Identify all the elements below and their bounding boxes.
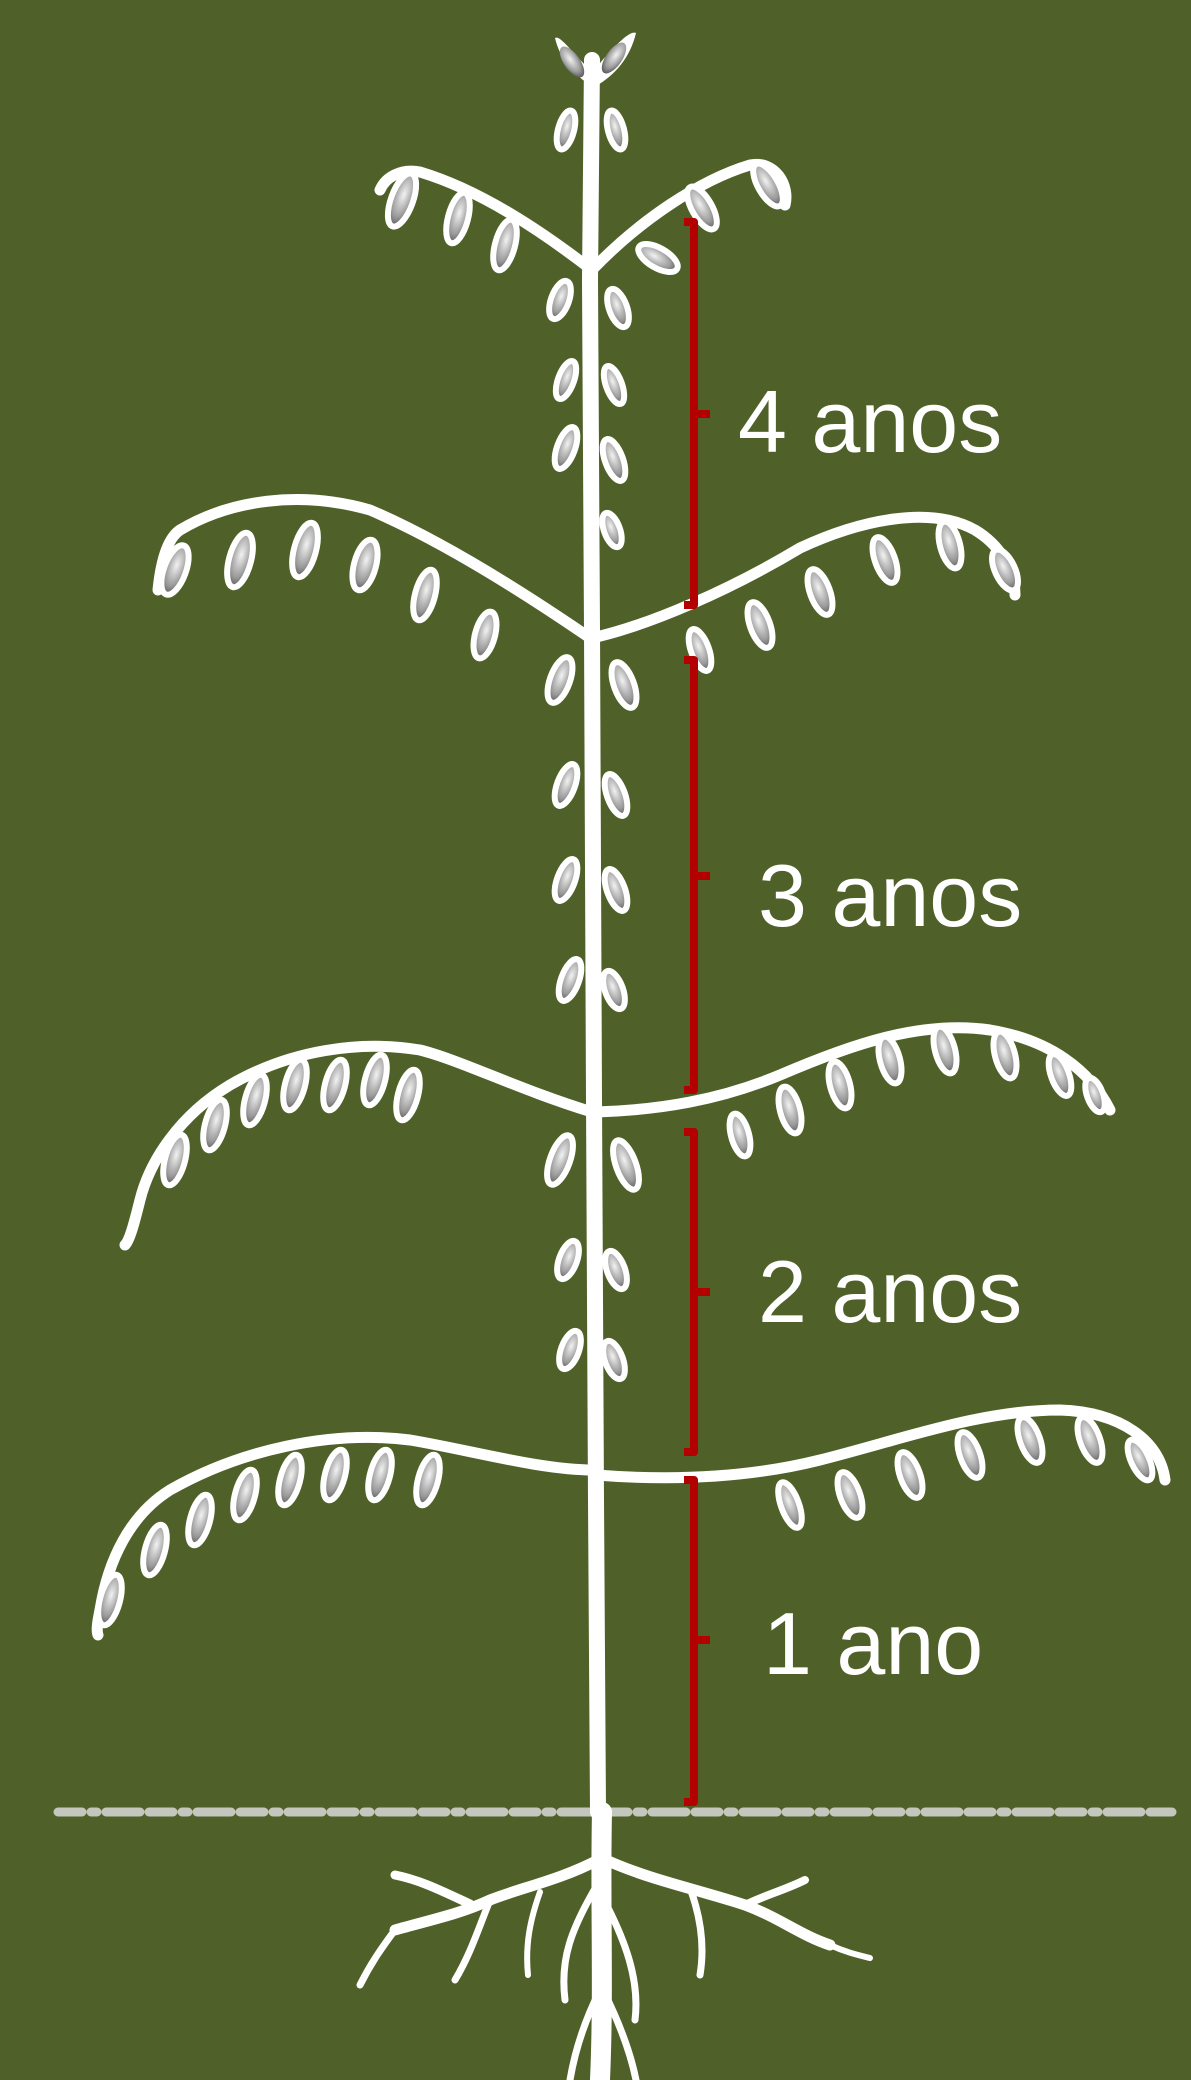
main-stem	[590, 60, 598, 1812]
roots	[360, 1812, 870, 2080]
bracket-2-anos	[684, 1132, 710, 1452]
interval-label-1-ano: 1 ano	[763, 1600, 983, 1688]
interval-label-3-anos: 3 anos	[758, 852, 1022, 940]
bracket-3-anos	[684, 660, 710, 1090]
interval-label-2-anos: 2 anos	[758, 1248, 1022, 1336]
bracket-4-anos	[684, 222, 710, 605]
interval-brackets	[684, 222, 710, 1802]
interval-label-4-anos: 4 anos	[738, 378, 1002, 466]
bracket-1-ano	[684, 1480, 710, 1802]
